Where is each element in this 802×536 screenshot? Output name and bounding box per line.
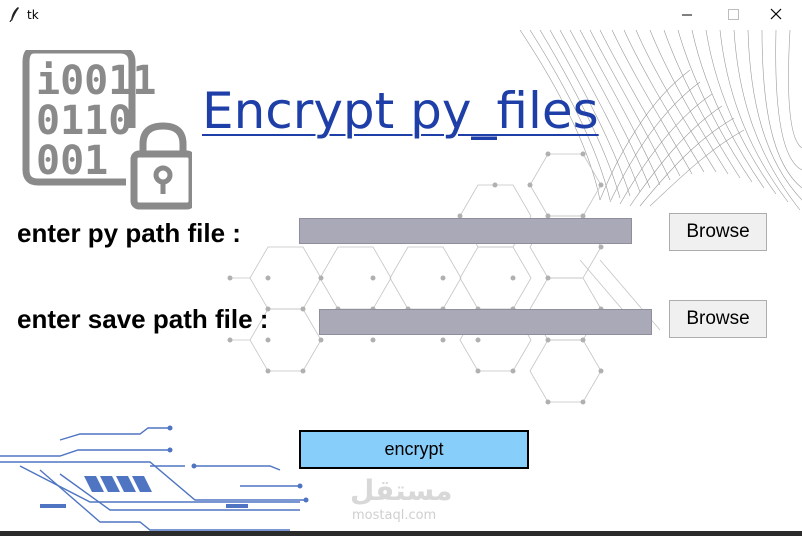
py-path-label: enter py path file : <box>17 218 241 248</box>
app-canvas: i0011 0110 001 Encrypt py_files enter py… <box>0 30 802 536</box>
maximize-icon <box>728 9 739 20</box>
browse-save-button[interactable]: Browse <box>669 300 767 338</box>
circuit-decoration <box>0 427 305 531</box>
binary-lock-icon: i0011 0110 001 <box>22 50 192 210</box>
app-title: Encrypt py_files <box>202 82 599 140</box>
circuit-blocks <box>40 425 309 508</box>
background-art <box>0 30 802 531</box>
py-path-input[interactable] <box>300 219 631 243</box>
feather-icon <box>9 7 19 22</box>
minimize-icon <box>682 14 692 16</box>
svg-text:001: 001 <box>36 138 108 184</box>
save-path-label: enter save path file : <box>17 304 269 334</box>
encrypt-button[interactable]: encrypt <box>299 430 529 469</box>
hexagon-nodes <box>227 151 604 405</box>
watermark-text: mostaql.com <box>352 508 437 523</box>
wave-lines-decoration <box>519 30 802 211</box>
svg-text:0110: 0110 <box>36 98 132 144</box>
py-path-entry[interactable] <box>299 218 632 244</box>
browse-py-button[interactable]: Browse <box>669 213 767 251</box>
window-title: tk <box>27 8 39 22</box>
window-titlebar[interactable]: tk <box>0 0 802 30</box>
close-button[interactable] <box>756 0 802 30</box>
bottom-edge-strip <box>0 531 802 536</box>
watermark-arabic: مستقل <box>350 474 453 507</box>
svg-text:i0011: i0011 <box>36 58 156 104</box>
save-path-entry[interactable] <box>319 309 652 335</box>
minimize-button[interactable] <box>664 0 710 30</box>
close-icon <box>770 8 782 20</box>
save-path-input[interactable] <box>320 310 651 334</box>
maximize-button[interactable] <box>710 0 756 30</box>
